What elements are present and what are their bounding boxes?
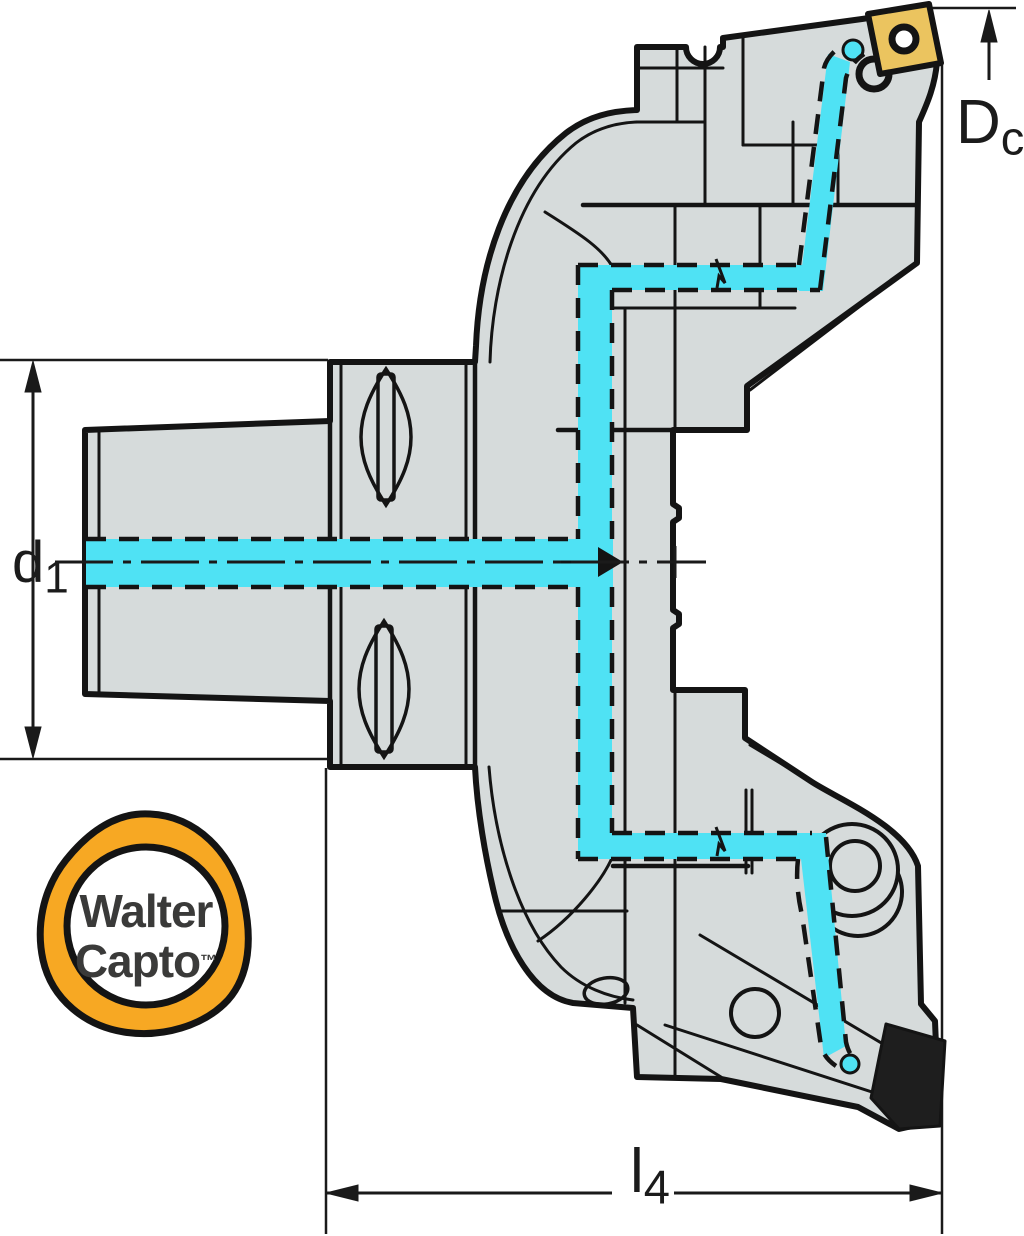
dc-dimension-label: Dc	[956, 88, 1024, 165]
dc-dimension	[980, 9, 998, 80]
top-insert	[865, 1, 944, 77]
bottom-insert	[869, 1022, 947, 1131]
d1-arrow-up	[24, 360, 42, 393]
d1-arrow-down	[24, 726, 42, 759]
l4-arrow-right	[909, 1184, 943, 1202]
lower-arm-hole	[729, 987, 781, 1039]
coolant-riser-up	[799, 54, 850, 291]
walter-capto-logo-badge	[36, 810, 252, 1038]
logo-line-capto: Capto™	[74, 935, 218, 987]
dc-arrow-up	[980, 9, 998, 43]
coolant-nozzle-bottom	[839, 1053, 861, 1075]
coolant-dashed-outlines	[86, 44, 866, 1068]
l4-dimension-label: l4	[630, 1137, 670, 1214]
d1-dimension-label: d1	[12, 530, 69, 603]
trademark-symbol: ™	[200, 951, 218, 971]
top-insert-hole	[888, 23, 920, 55]
walter-capto-logo-text: Walter Capto™	[46, 886, 246, 986]
d1-dimension	[24, 360, 42, 759]
logo-line-walter: Walter	[79, 885, 214, 937]
l4-dimension	[325, 1184, 943, 1202]
logo-inner-circle	[63, 843, 229, 1009]
l4-arrow-left	[325, 1184, 359, 1202]
center-axis-line	[55, 546, 706, 578]
flange-drive-slots	[357, 365, 413, 761]
coolant-nozzle-top	[841, 38, 865, 62]
barrel-bottom-pocket	[582, 975, 630, 1007]
coolant-riser-down	[798, 833, 846, 1058]
